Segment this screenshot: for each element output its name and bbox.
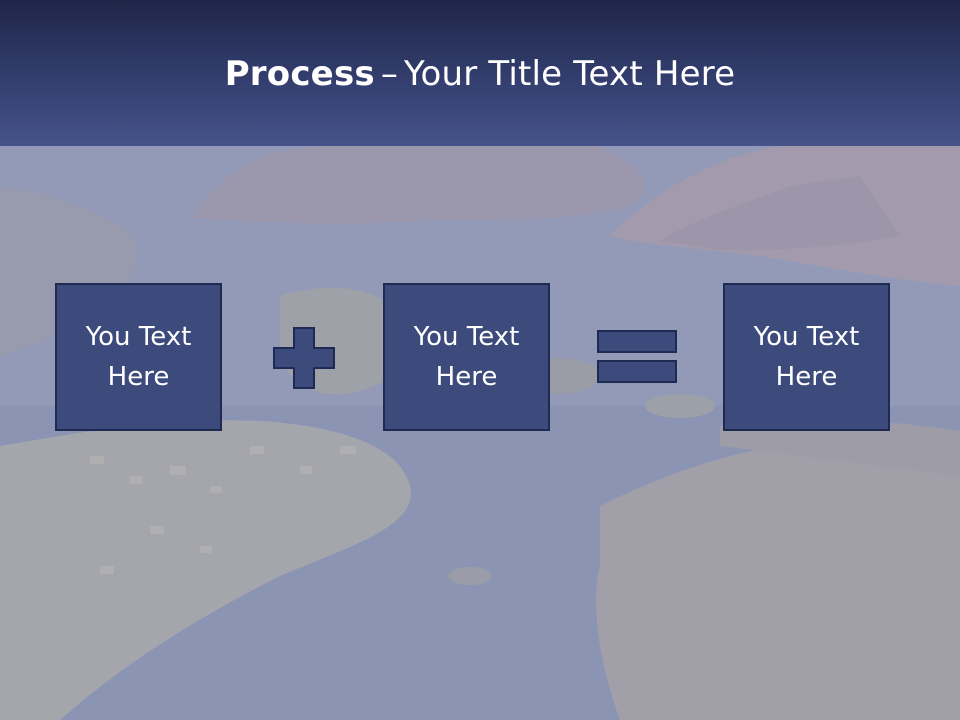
title-rest: Your Title Text Here — [404, 54, 736, 94]
process-box-1-text: You Text Here — [85, 322, 192, 392]
process-box-3[interactable]: You Text Here — [723, 283, 890, 431]
equals-icon — [597, 330, 677, 388]
process-box-3-text: You Text Here — [753, 322, 860, 392]
process-box-2[interactable]: You Text Here — [383, 283, 550, 431]
title-bold: Process — [224, 54, 375, 94]
process-box-1[interactable]: You Text Here — [55, 283, 222, 431]
title-bar: Process–Your Title Text Here — [0, 0, 960, 146]
background-landscape-image — [0, 146, 960, 720]
plus-icon — [273, 327, 335, 393]
slide-title: Process–Your Title Text Here — [0, 52, 960, 96]
process-box-2-text: You Text Here — [413, 322, 520, 392]
title-separator: – — [380, 54, 399, 94]
